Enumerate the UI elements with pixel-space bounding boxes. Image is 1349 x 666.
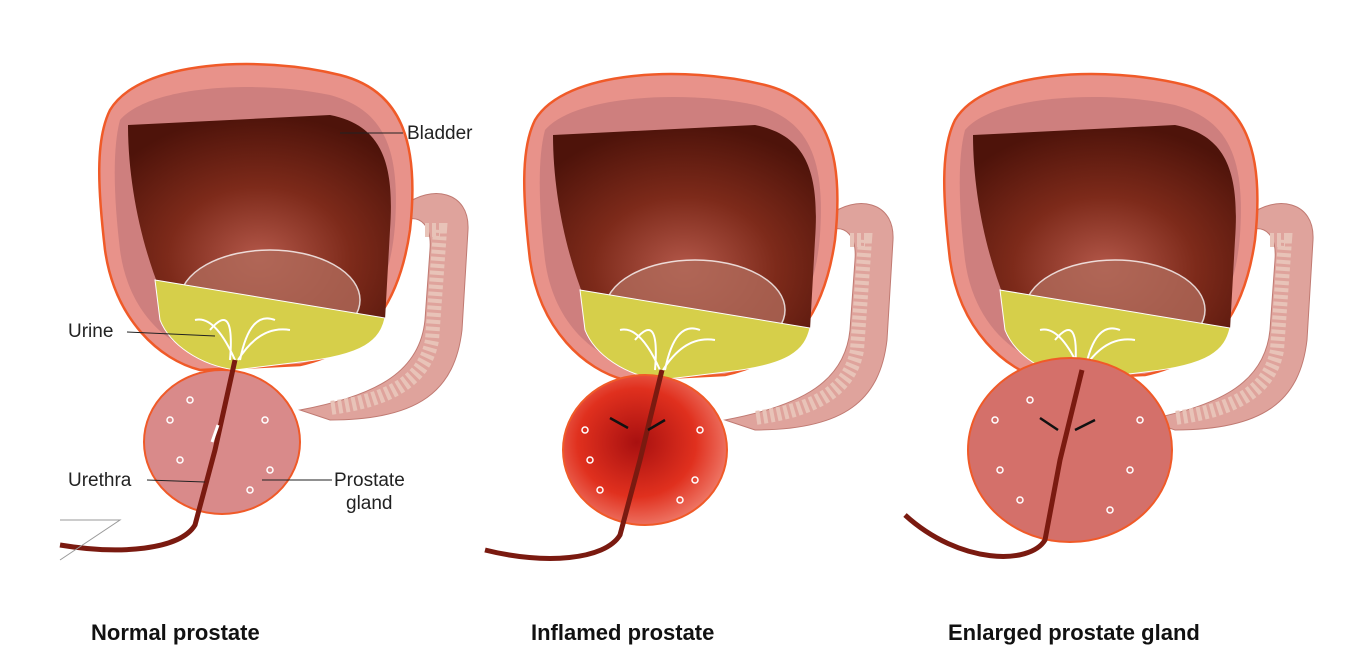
caption-normal: Normal prostate [91,620,260,645]
caption-enlarged: Enlarged prostate gland [948,620,1200,645]
enlarged-panel [903,74,1313,559]
label-prostate-line1: Prostate [334,470,405,491]
urethra-normal [59,359,238,553]
prostate-normal [143,369,301,515]
caption-inflamed: Inflamed prostate [531,620,715,645]
prostate-enlarged [967,357,1173,543]
inflamed-panel [484,74,893,561]
label-urine: Urine [68,321,114,342]
label-urethra: Urethra [68,470,132,491]
label-prostate-line2: gland [346,493,393,514]
normal-panel [59,64,468,561]
label-bladder: Bladder [407,123,473,144]
label-prostate-gland: Prostate gland [334,469,405,515]
compression-arrows [609,416,666,432]
